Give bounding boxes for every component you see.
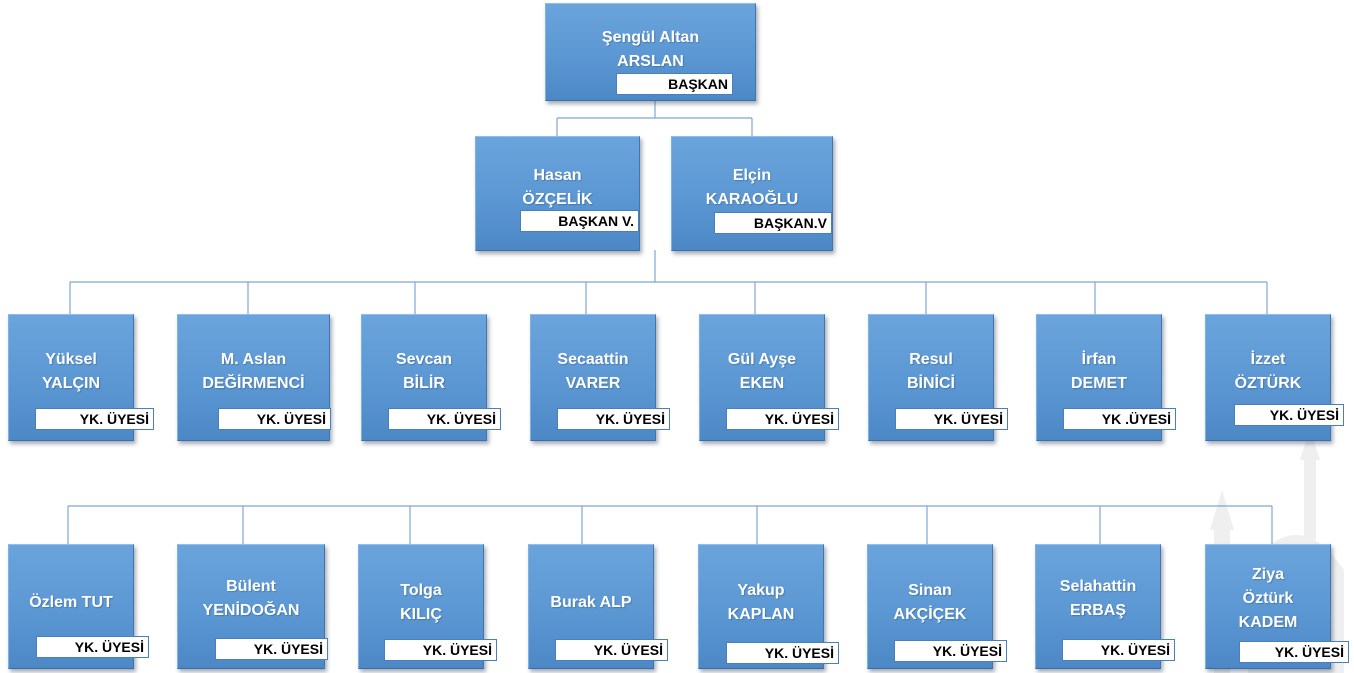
name-line: Yüksel bbox=[45, 351, 97, 368]
name-line: DEĞİRMENCİ bbox=[202, 375, 305, 392]
name-line: Selahattin bbox=[1059, 578, 1137, 595]
name-line: Öztürk bbox=[1242, 590, 1294, 607]
node-name: Resul BİNİCİ bbox=[869, 348, 993, 396]
node-name: Ziya Öztürk KADEM bbox=[1206, 563, 1330, 635]
name-line: VARER bbox=[565, 375, 621, 392]
node-vice-president: Hasan ÖZÇELİK BAŞKAN V. bbox=[475, 136, 640, 251]
name-line: Burak ALP bbox=[550, 594, 632, 611]
node-member: Sevcan BİLİR YK. ÜYESİ bbox=[361, 314, 501, 441]
name-line: Sinan bbox=[908, 582, 952, 599]
name-line: Sevcan bbox=[395, 351, 453, 368]
role-label: YK. ÜYESİ bbox=[215, 638, 328, 660]
node-name: Sevcan BİLİR bbox=[362, 348, 486, 396]
role-label: YK. ÜYESİ bbox=[555, 639, 668, 661]
name-line: Ziya bbox=[1251, 566, 1284, 583]
node-member: M. Aslan DEĞİRMENCİ YK. ÜYESİ bbox=[177, 314, 331, 441]
name-line: KARAOĞLU bbox=[705, 191, 799, 208]
name-line: ÖZTÜRK bbox=[1234, 375, 1302, 392]
node-member: Özlem TUT YK. ÜYESİ bbox=[8, 544, 149, 669]
role-label: YK. ÜYESİ bbox=[726, 642, 839, 664]
name-line: ÖZÇELİK bbox=[522, 191, 593, 208]
name-line: Resul bbox=[909, 351, 953, 368]
node-member: İzzet ÖZTÜRK YK. ÜYESİ bbox=[1205, 314, 1344, 441]
role-label: YK .ÜYESİ bbox=[1063, 408, 1176, 430]
node-member: İrfan DEMET YK .ÜYESİ bbox=[1036, 314, 1176, 441]
node-member: Gül Ayşe EKEN YK. ÜYESİ bbox=[699, 314, 839, 441]
node-name: Selahattin ERBAŞ bbox=[1036, 575, 1160, 623]
node-member: Bülent YENİDOĞAN YK. ÜYESİ bbox=[177, 544, 328, 669]
name-line: Gül Ayşe bbox=[727, 351, 797, 368]
node-name: Şengül Altan ARSLAN bbox=[546, 26, 755, 74]
node-member: Tolga KILIÇ YK. ÜYESİ bbox=[358, 544, 497, 669]
name-line: Şengül Altan bbox=[601, 29, 700, 46]
node-vice-president: Elçin KARAOĞLU BAŞKAN.V bbox=[671, 136, 833, 251]
node-member: Ziya Öztürk KADEM YK. ÜYESİ bbox=[1205, 544, 1349, 669]
role-label: YK. ÜYESİ bbox=[557, 408, 670, 430]
role-label: BAŞKAN bbox=[616, 73, 733, 95]
name-line: Özlem TUT bbox=[29, 594, 113, 611]
role-label: YK. ÜYESİ bbox=[1062, 639, 1175, 661]
node-name: Elçin KARAOĞLU bbox=[672, 164, 832, 212]
node-name: Yakup KAPLAN bbox=[699, 579, 823, 627]
node-president: Şengül Altan ARSLAN BAŞKAN bbox=[545, 3, 756, 101]
name-line: Elçin bbox=[732, 167, 772, 184]
node-name: Gül Ayşe EKEN bbox=[700, 348, 824, 396]
node-name: İzzet ÖZTÜRK bbox=[1206, 348, 1330, 396]
name-line: KADEM bbox=[1238, 614, 1298, 631]
name-line: ERBAŞ bbox=[1069, 602, 1126, 619]
name-line: BİNİCİ bbox=[907, 375, 955, 392]
node-name: Sinan AKÇİÇEK bbox=[868, 579, 992, 627]
role-label: YK. ÜYESİ bbox=[384, 639, 497, 661]
node-member: Sinan AKÇİÇEK YK. ÜYESİ bbox=[867, 544, 1007, 669]
node-name: Bülent YENİDOĞAN bbox=[178, 575, 324, 623]
name-line: Secaattin bbox=[557, 351, 629, 368]
node-name: Yüksel YALÇIN bbox=[9, 348, 133, 396]
name-line: BİLİR bbox=[403, 375, 445, 392]
name-line: EKEN bbox=[739, 375, 785, 392]
role-label: YK. ÜYESİ bbox=[1239, 641, 1349, 663]
node-name: Hasan ÖZÇELİK bbox=[476, 164, 639, 212]
name-line: İzzet bbox=[1250, 351, 1286, 368]
name-line: AKÇİÇEK bbox=[893, 606, 967, 623]
name-line: KILIÇ bbox=[400, 606, 442, 623]
node-member: Selahattin ERBAŞ YK. ÜYESİ bbox=[1035, 544, 1175, 669]
node-member: Resul BİNİCİ YK. ÜYESİ bbox=[868, 314, 1008, 441]
name-line: Bülent bbox=[226, 578, 276, 595]
role-label: YK. ÜYESİ bbox=[218, 408, 331, 430]
name-line: ARSLAN bbox=[617, 53, 684, 70]
node-name: İrfan DEMET bbox=[1037, 348, 1161, 396]
node-member: Secaattin VARER YK. ÜYESİ bbox=[530, 314, 670, 441]
name-line: M. Aslan bbox=[220, 351, 287, 368]
role-label: YK. ÜYESİ bbox=[35, 408, 154, 430]
role-label: YK. ÜYESİ bbox=[895, 408, 1008, 430]
node-member: Burak ALP YK. ÜYESİ bbox=[528, 544, 668, 669]
role-label: YK. ÜYESİ bbox=[1234, 404, 1344, 426]
node-name: Tolga KILIÇ bbox=[359, 579, 483, 627]
name-line: KAPLAN bbox=[727, 606, 795, 623]
node-name: M. Aslan DEĞİRMENCİ bbox=[178, 348, 329, 396]
role-label: BAŞKAN V. bbox=[520, 210, 639, 232]
node-name: Secaattin VARER bbox=[531, 348, 655, 396]
name-line: Tolga bbox=[400, 582, 442, 599]
node-member: Yakup KAPLAN YK. ÜYESİ bbox=[698, 544, 839, 669]
role-label: YK. ÜYESİ bbox=[894, 640, 1007, 662]
name-line: Hasan bbox=[533, 167, 582, 184]
node-name: Burak ALP bbox=[529, 591, 653, 615]
node-member: Yüksel YALÇIN YK. ÜYESİ bbox=[8, 314, 154, 441]
role-label: BAŞKAN.V bbox=[714, 212, 832, 234]
name-line: YALÇIN bbox=[41, 375, 101, 392]
name-line: YENİDOĞAN bbox=[202, 602, 300, 619]
role-label: YK. ÜYESİ bbox=[36, 636, 149, 658]
name-line: Yakup bbox=[737, 582, 785, 599]
name-line: İrfan bbox=[1081, 351, 1117, 368]
name-line: DEMET bbox=[1071, 375, 1127, 392]
role-label: YK. ÜYESİ bbox=[726, 408, 839, 430]
role-label: YK. ÜYESİ bbox=[388, 408, 501, 430]
node-name: Özlem TUT bbox=[9, 591, 133, 615]
